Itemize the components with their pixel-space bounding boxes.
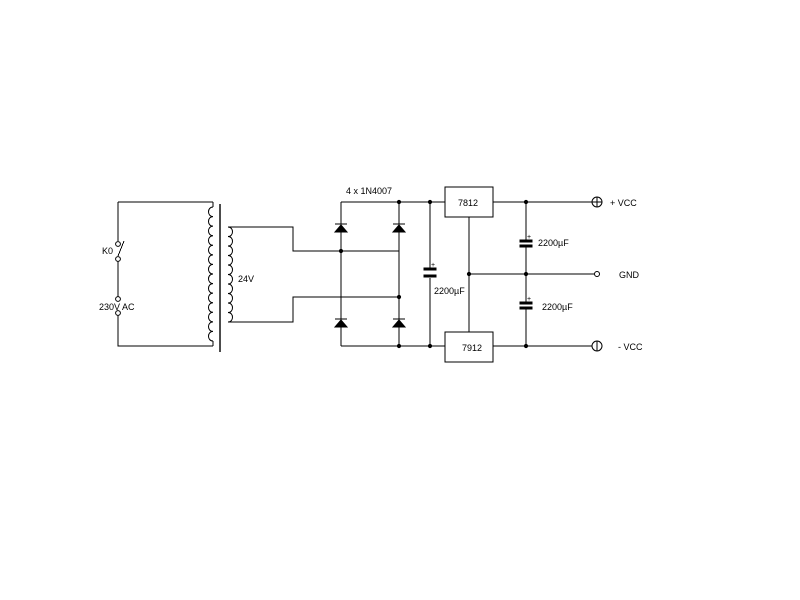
diode-d1 [333,223,349,233]
secondary-leads [228,226,399,323]
primary-circuit [117,201,214,347]
mains-label: 230V AC [99,302,135,312]
primary-winding [208,206,214,342]
secondary-winding [227,226,233,323]
gnd-label: GND [619,270,640,280]
neg-cap-plus: + [527,296,531,303]
transformer [208,204,233,352]
filter-capacitor-main [423,199,437,349]
main-cap-label: 2200µF [434,286,465,296]
switch-k0 [115,240,125,262]
terminal-positive-icon [591,196,603,208]
terminal-ground-icon [594,271,600,277]
bridge-rectifier [333,199,445,349]
diode-d2 [391,223,407,233]
main-cap-plus: + [431,262,435,269]
switch-label: K0 [102,246,113,256]
vcc-negative-label: - VCC [618,342,643,352]
secondary-voltage-label: 24V [238,274,254,284]
regulator-7912-label: 7912 [462,343,482,353]
filter-capacitor-positive [519,239,533,248]
terminal-negative-icon [591,340,603,352]
regulator-7812-label: 7812 [458,198,478,208]
pos-cap-plus: + [527,234,531,241]
vcc-positive-label: + VCC [610,198,637,208]
neg-cap-label: 2200µF [542,302,573,312]
diode-d3 [333,318,349,328]
pos-cap-label: 2200µF [538,238,569,248]
bridge-label: 4 x 1N4007 [346,186,392,196]
filter-capacitor-negative [519,301,533,310]
mains-terminals [115,296,121,316]
diode-d4 [391,318,407,328]
output-rails [466,199,594,349]
